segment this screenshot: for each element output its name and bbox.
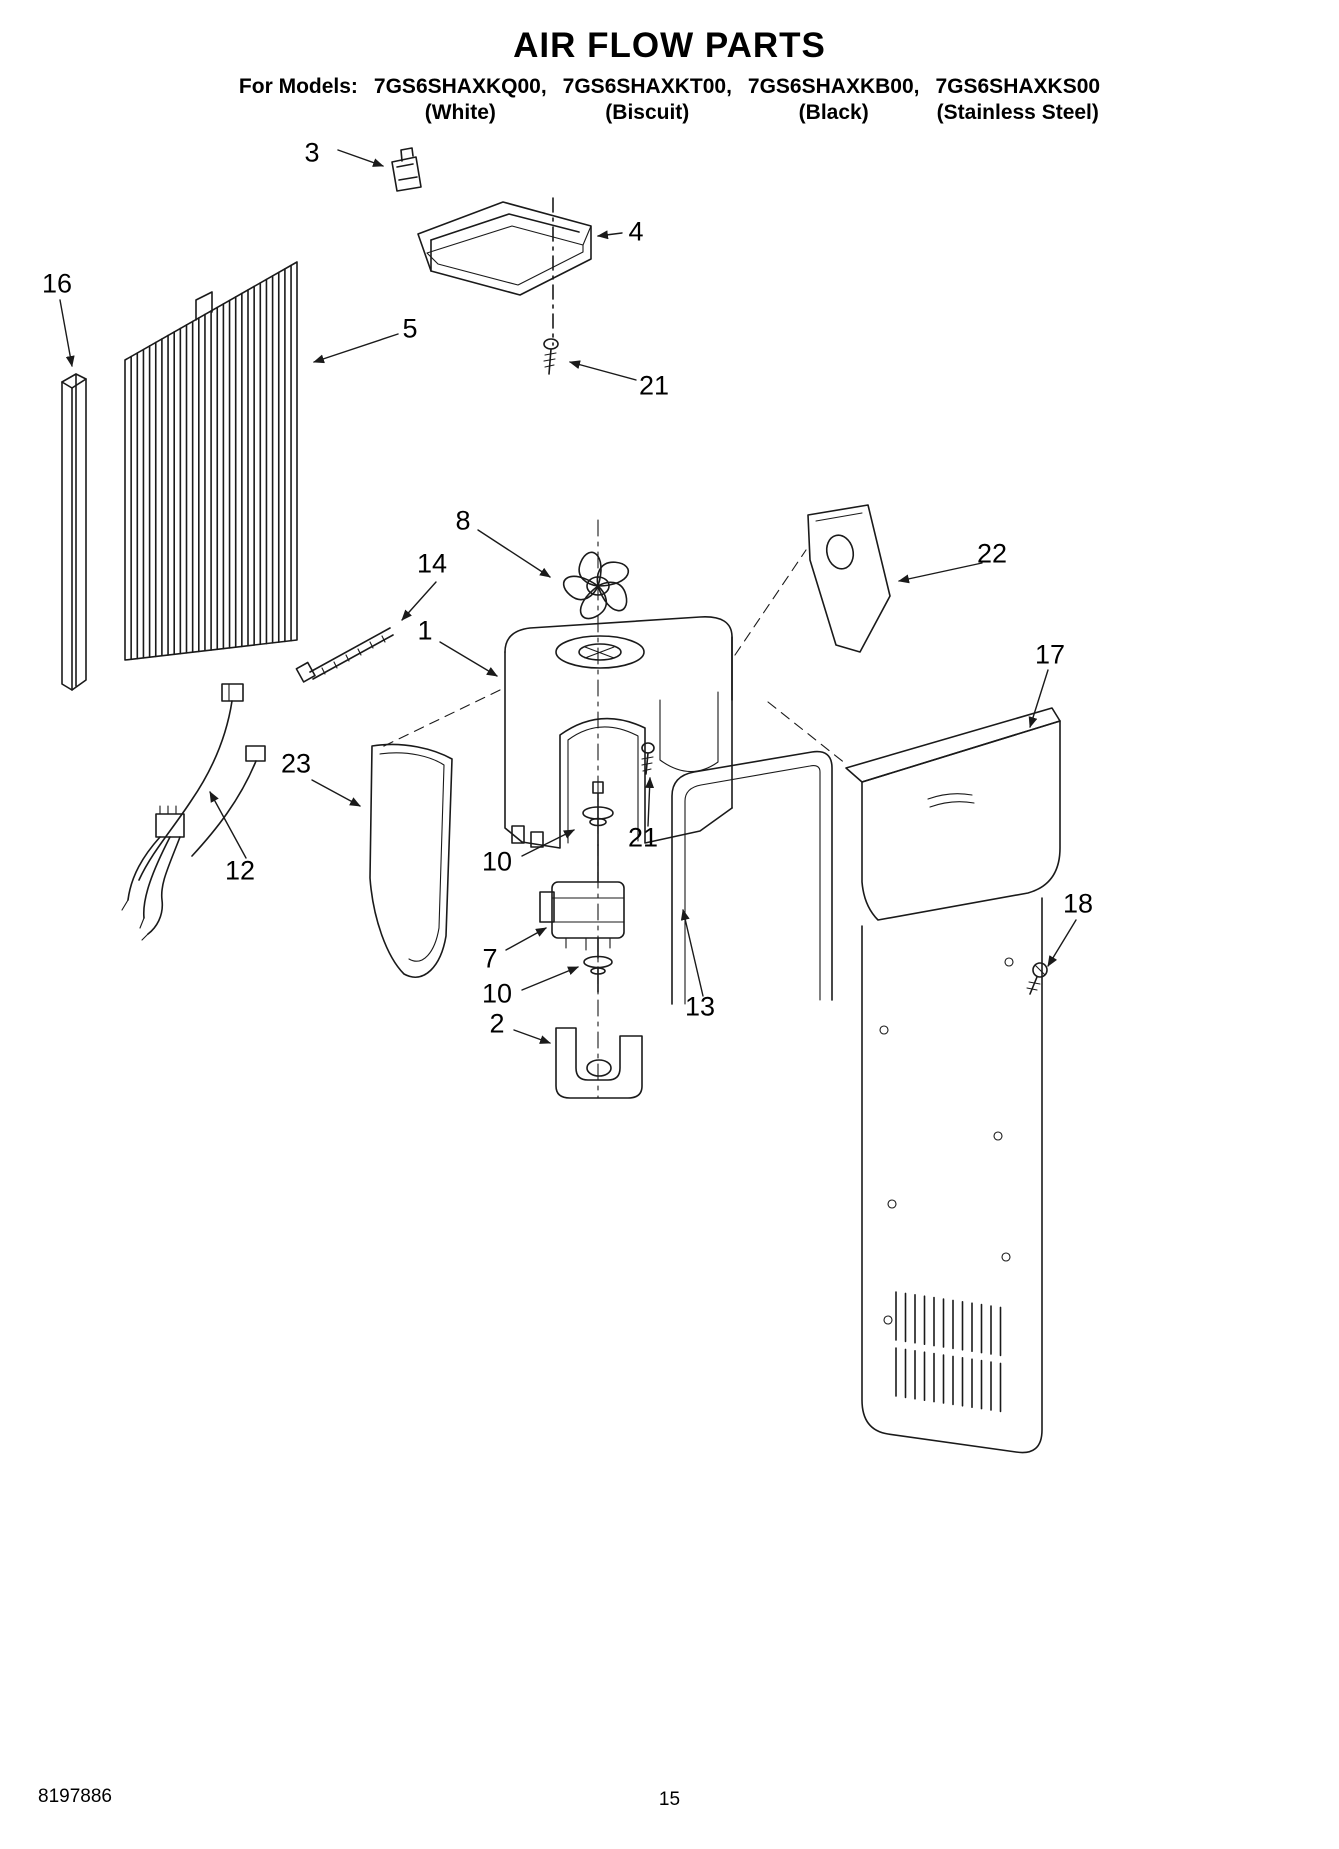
model-finish: (Stainless Steel) bbox=[936, 101, 1099, 125]
part-23-side-shield bbox=[369, 743, 453, 978]
part-3-clip bbox=[391, 147, 422, 192]
model-finish: (Biscuit) bbox=[605, 101, 690, 125]
page-number: 15 bbox=[658, 1789, 681, 1810]
part-22-bracket bbox=[807, 504, 891, 653]
part-4-duct-cover bbox=[417, 201, 592, 296]
model-name: 7GS6SHAXKS00 bbox=[935, 75, 1101, 98]
part-16-trim-strip bbox=[61, 373, 87, 691]
part-5-air-grille bbox=[124, 261, 298, 661]
header: AIR FLOW PARTS For Models: 7GS6SHAXKQ00,… bbox=[0, 26, 1339, 127]
construction-lines bbox=[381, 197, 847, 1099]
part-17-air-duct-panel bbox=[845, 707, 1061, 1454]
model-column: 7GS6SHAXKB00, (Black) bbox=[748, 74, 920, 127]
part-10-grommet-lower bbox=[583, 955, 613, 993]
model-column: 7GS6SHAXKS00 (Stainless Steel) bbox=[935, 74, 1100, 127]
document-number: 8197886 bbox=[38, 1786, 112, 1807]
models-row: For Models: 7GS6SHAXKQ00, (White) 7GS6SH… bbox=[0, 74, 1339, 127]
model-name: 7GS6SHAXKB00, bbox=[747, 75, 920, 98]
part-2-motor-bracket bbox=[555, 1027, 643, 1099]
model-finish: (Black) bbox=[798, 101, 869, 125]
model-finish: (White) bbox=[424, 101, 496, 125]
models-label: For Models: bbox=[238, 75, 358, 98]
part-1-fan-shroud bbox=[504, 616, 733, 849]
part-13-gasket bbox=[671, 750, 833, 1005]
model-column: 7GS6SHAXKQ00, (White) bbox=[374, 74, 547, 127]
part-8-fan-blade bbox=[563, 551, 629, 620]
part-14-cable-tie bbox=[295, 627, 394, 683]
part-10-grommet-upper bbox=[582, 781, 614, 846]
model-column: 7GS6SHAXKT00, (Biscuit) bbox=[563, 74, 732, 127]
model-name: 7GS6SHAXKQ00, bbox=[373, 75, 547, 98]
model-name: 7GS6SHAXKT00, bbox=[562, 75, 732, 98]
page-title: AIR FLOW PARTS bbox=[513, 26, 826, 65]
callout-leaders bbox=[59, 149, 1077, 1044]
part-21-screw-top bbox=[543, 338, 559, 375]
part-21-screw-lower bbox=[641, 742, 655, 775]
part-12-wire-harness bbox=[121, 683, 266, 941]
part-7-fan-motor bbox=[539, 844, 625, 959]
part-18-screw bbox=[1026, 962, 1048, 995]
